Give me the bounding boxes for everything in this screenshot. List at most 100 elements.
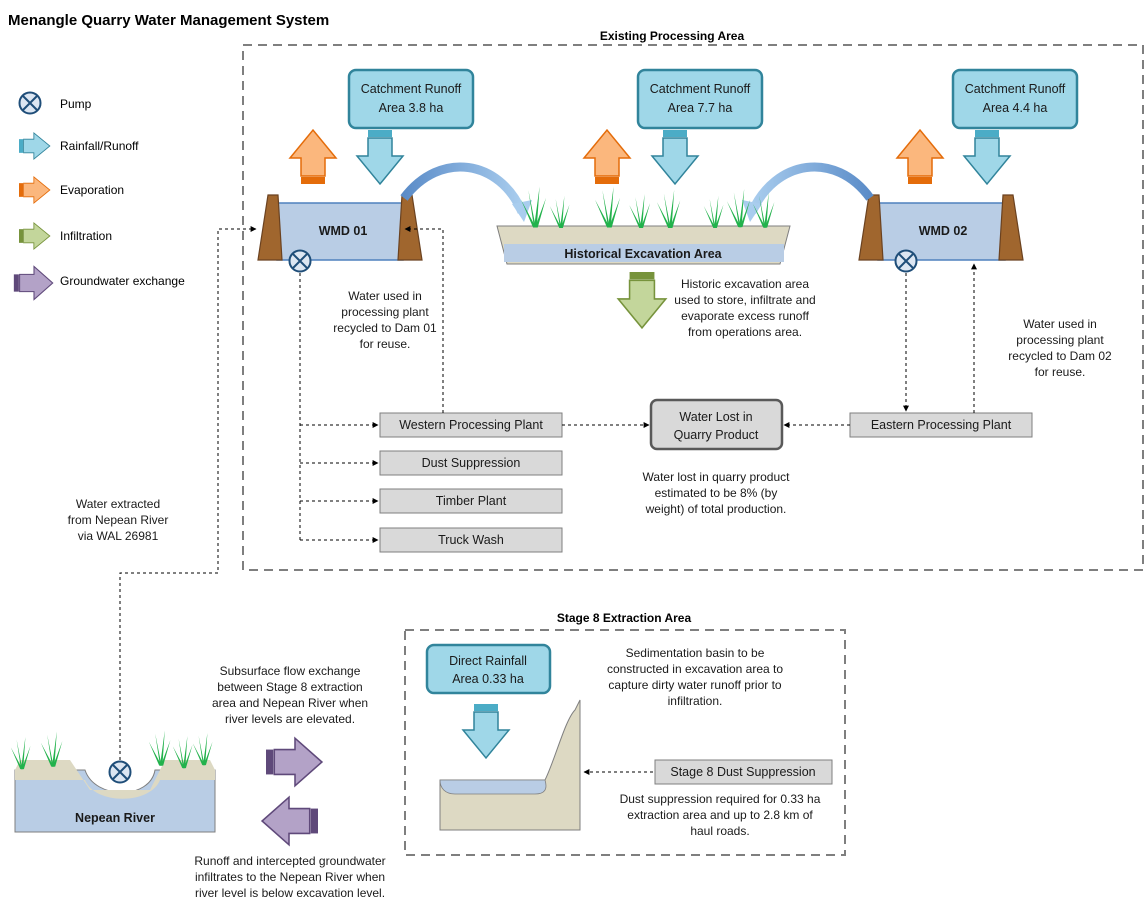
diagram-title: Menangle Quarry Water Management System — [8, 12, 329, 29]
svg-text:via WAL 26981: via WAL 26981 — [78, 529, 159, 543]
svg-text:Water extracted: Water extracted — [76, 497, 160, 511]
svg-text:recycled to Dam 02: recycled to Dam 02 — [1008, 349, 1112, 363]
svg-text:Historic excavation area: Historic excavation area — [681, 277, 809, 291]
recycle-dam-02-note: Water used in processing plant recycled … — [1008, 317, 1112, 379]
svg-text:Truck Wash: Truck Wash — [438, 533, 504, 547]
svg-text:Runoff and intercepted groundw: Runoff and intercepted groundwater — [194, 854, 385, 868]
svg-text:Direct Rainfall: Direct Rainfall — [449, 654, 527, 668]
rainfall-arrow-icon — [963, 130, 1011, 185]
water-lost-box: Water Lost in Quarry Product — [649, 398, 784, 451]
overflow-arrow-wmd01 — [400, 162, 527, 214]
svg-text:estimated to be 8% (by: estimated to be 8% (by — [655, 486, 778, 500]
pump-icon — [108, 760, 132, 784]
flow-lines — [119, 226, 977, 760]
dust-note: Dust suppression required for 0.33 ha ex… — [620, 792, 821, 838]
stage-8-area-title: Stage 8 Extraction Area — [557, 611, 692, 625]
evaporation-arrow-icon — [19, 176, 51, 204]
svg-text:infiltrates to the Nepean Rive: infiltrates to the Nepean River when — [195, 870, 385, 884]
wmd-01-label: WMD 01 — [319, 224, 368, 238]
existing-area-title: Existing Processing Area — [600, 29, 745, 43]
legend-infiltration-label: Infiltration — [60, 229, 112, 243]
pump-icon — [894, 249, 918, 273]
legend-rainfall-label: Rainfall/Runoff — [60, 139, 139, 153]
rainfall-arrow-icon — [19, 132, 51, 160]
svg-text:Water used in: Water used in — [1023, 317, 1097, 331]
western-processing-plant: Western Processing Plant — [379, 412, 563, 438]
svg-text:haul roads.: haul roads. — [690, 824, 749, 838]
dust-suppression: Dust Suppression — [379, 450, 563, 476]
svg-text:area and Nepean River when: area and Nepean River when — [212, 696, 368, 710]
pump-icon — [288, 249, 312, 273]
svg-text:river level is below excavatio: river level is below excavation level. — [195, 886, 385, 900]
svg-text:Dust Suppression: Dust Suppression — [422, 456, 521, 470]
svg-text:Water lost in quarry product: Water lost in quarry product — [643, 470, 791, 484]
direct-rainfall-box: Direct Rainfall Area 0.33 ha — [425, 643, 552, 695]
nepean-river: Nepean River — [14, 760, 216, 833]
svg-text:Area 7.7 ha: Area 7.7 ha — [668, 101, 733, 115]
existing-processing-area-boundary — [242, 44, 1144, 571]
wmd-02-dam: WMD 02 — [858, 194, 1024, 261]
svg-text:Dust suppression required for: Dust suppression required for 0.33 ha — [620, 792, 821, 806]
svg-text:Area 0.33 ha: Area 0.33 ha — [452, 672, 524, 686]
svg-text:Subsurface flow exchange: Subsurface flow exchange — [220, 664, 361, 678]
historical-excavation-area: Historical Excavation Area — [496, 225, 791, 265]
svg-text:used to store, infiltrate and: used to store, infiltrate and — [674, 293, 815, 307]
svg-text:weight) of total production.: weight) of total production. — [645, 502, 787, 516]
svg-text:capture dirty water runoff pri: capture dirty water runoff prior to — [608, 678, 782, 692]
rainfall-arrow-icon — [356, 130, 404, 185]
svg-text:for reuse.: for reuse. — [360, 337, 411, 351]
historical-note: Historic excavation area used to store, … — [674, 277, 815, 339]
eastern-processing-plant: Eastern Processing Plant — [849, 412, 1033, 438]
svg-text:between Stage 8 extraction: between Stage 8 extraction — [217, 680, 362, 694]
infiltration-arrow-icon — [19, 222, 51, 250]
svg-text:processing plant: processing plant — [341, 305, 429, 319]
sedimentation-basin-note: Sedimentation basin to be constructed in… — [607, 646, 783, 708]
legend-groundwater-label: Groundwater exchange — [60, 274, 185, 288]
stage-8-area-boundary — [404, 629, 846, 856]
svg-text:Sedimentation basin to be: Sedimentation basin to be — [626, 646, 765, 660]
timber-plant: Timber Plant — [379, 488, 563, 514]
legend-evaporation-label: Evaporation — [60, 183, 124, 197]
svg-text:river levels are elevated.: river levels are elevated. — [225, 712, 355, 726]
svg-text:Stage 8 Dust Suppression: Stage 8 Dust Suppression — [670, 765, 815, 779]
evaporation-arrow-icon — [583, 129, 631, 184]
grass-icon — [520, 186, 775, 228]
truck-wash: Truck Wash — [379, 527, 563, 553]
svg-text:extraction area and up to 2.8: extraction area and up to 2.8 km of — [627, 808, 813, 822]
svg-text:Water used in: Water used in — [348, 289, 422, 303]
infiltration-arrow-icon — [617, 272, 667, 329]
subsurface-note: Subsurface flow exchange between Stage 8… — [212, 664, 368, 726]
evaporation-arrow-icon — [289, 129, 337, 184]
runoff-note: Runoff and intercepted groundwater infil… — [194, 854, 385, 900]
svg-text:Western Processing Plant: Western Processing Plant — [399, 418, 543, 432]
svg-text:Catchment Runoff: Catchment Runoff — [361, 82, 462, 96]
overflow-arrowhead — [742, 200, 762, 222]
svg-text:Eastern Processing Plant: Eastern Processing Plant — [871, 418, 1012, 432]
svg-text:constructed in excavation area: constructed in excavation area to — [607, 662, 783, 676]
svg-text:processing plant: processing plant — [1016, 333, 1104, 347]
catchment-runoff-1: Catchment Runoff Area 3.8 ha — [347, 68, 475, 130]
svg-text:recycled to Dam 01: recycled to Dam 01 — [333, 321, 437, 335]
groundwater-arrow-icon — [266, 737, 323, 787]
legend: Pump Rainfall/Runoff Evaporation Infiltr… — [13, 91, 185, 301]
svg-text:evaporate excess runoff: evaporate excess runoff — [681, 309, 810, 323]
svg-text:Quarry Product: Quarry Product — [674, 428, 759, 442]
overflow-arrow-wmd02 — [747, 162, 874, 214]
water-lost-note: Water lost in quarry product estimated t… — [643, 470, 791, 516]
wmd-01-dam: WMD 01 — [257, 194, 423, 261]
water-extracted-note: Water extracted from Nepean River via WA… — [68, 497, 169, 543]
svg-text:Area 3.8 ha: Area 3.8 ha — [379, 101, 444, 115]
rainfall-arrow-icon — [462, 704, 510, 759]
svg-text:Catchment Runoff: Catchment Runoff — [965, 82, 1066, 96]
sedimentation-basin — [439, 699, 581, 831]
groundwater-arrow-icon — [261, 796, 318, 846]
nepean-river-label: Nepean River — [75, 811, 155, 825]
svg-text:Timber Plant: Timber Plant — [436, 494, 507, 508]
catchment-runoff-2: Catchment Runoff Area 7.7 ha — [636, 68, 764, 130]
legend-pump-label: Pump — [60, 97, 92, 111]
pump-icon — [18, 91, 42, 115]
groundwater-arrow-icon — [13, 265, 54, 301]
recycle-dam-01-note: Water used in processing plant recycled … — [333, 289, 437, 351]
overflow-arrowhead — [512, 200, 532, 222]
